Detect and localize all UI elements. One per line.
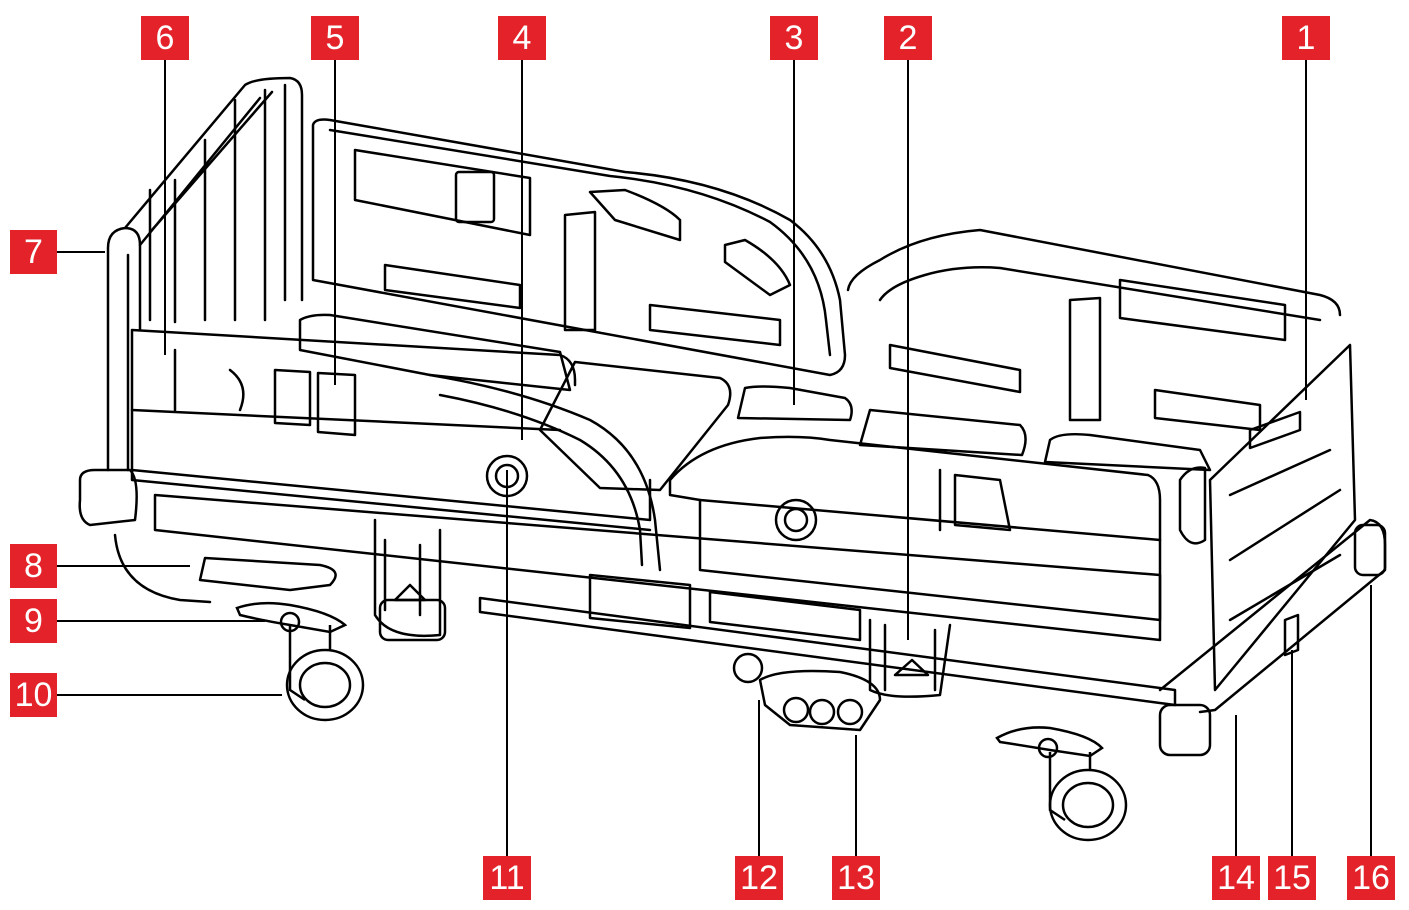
callout-1: 1	[1282, 16, 1330, 60]
mattress-platform	[298, 313, 572, 392]
lift-column-head	[373, 518, 442, 637]
callout-13: 13	[832, 856, 880, 900]
callout-8: 8	[10, 544, 57, 588]
callout-2: 2	[884, 16, 932, 60]
callout-14: 14	[1212, 856, 1260, 900]
caster-foot	[378, 523, 1387, 842]
caster-head	[235, 601, 365, 722]
footboard	[846, 228, 1342, 322]
side-rail-head	[130, 328, 577, 432]
callout-7: 7	[10, 230, 57, 274]
callout-10: 10	[10, 673, 57, 717]
base-frame	[78, 468, 138, 527]
callout-3: 3	[770, 16, 818, 60]
backrest-panel	[311, 118, 847, 377]
leader-lines	[57, 60, 1372, 856]
callout-11: 11	[483, 856, 531, 900]
control-knob-foot	[774, 498, 818, 542]
callout-12: 12	[735, 856, 783, 900]
callout-15: 15	[1268, 856, 1316, 900]
central-pedal	[758, 669, 882, 732]
callout-4: 4	[498, 16, 546, 60]
side-rail-foot	[668, 435, 1162, 542]
callout-5: 5	[311, 16, 359, 60]
callout-9: 9	[10, 599, 57, 643]
lift-column-foot	[868, 618, 952, 698]
callout-16: 16	[1347, 856, 1395, 900]
callout-6: 6	[141, 16, 189, 60]
headboard	[106, 76, 304, 472]
control-knob-head	[485, 454, 529, 498]
